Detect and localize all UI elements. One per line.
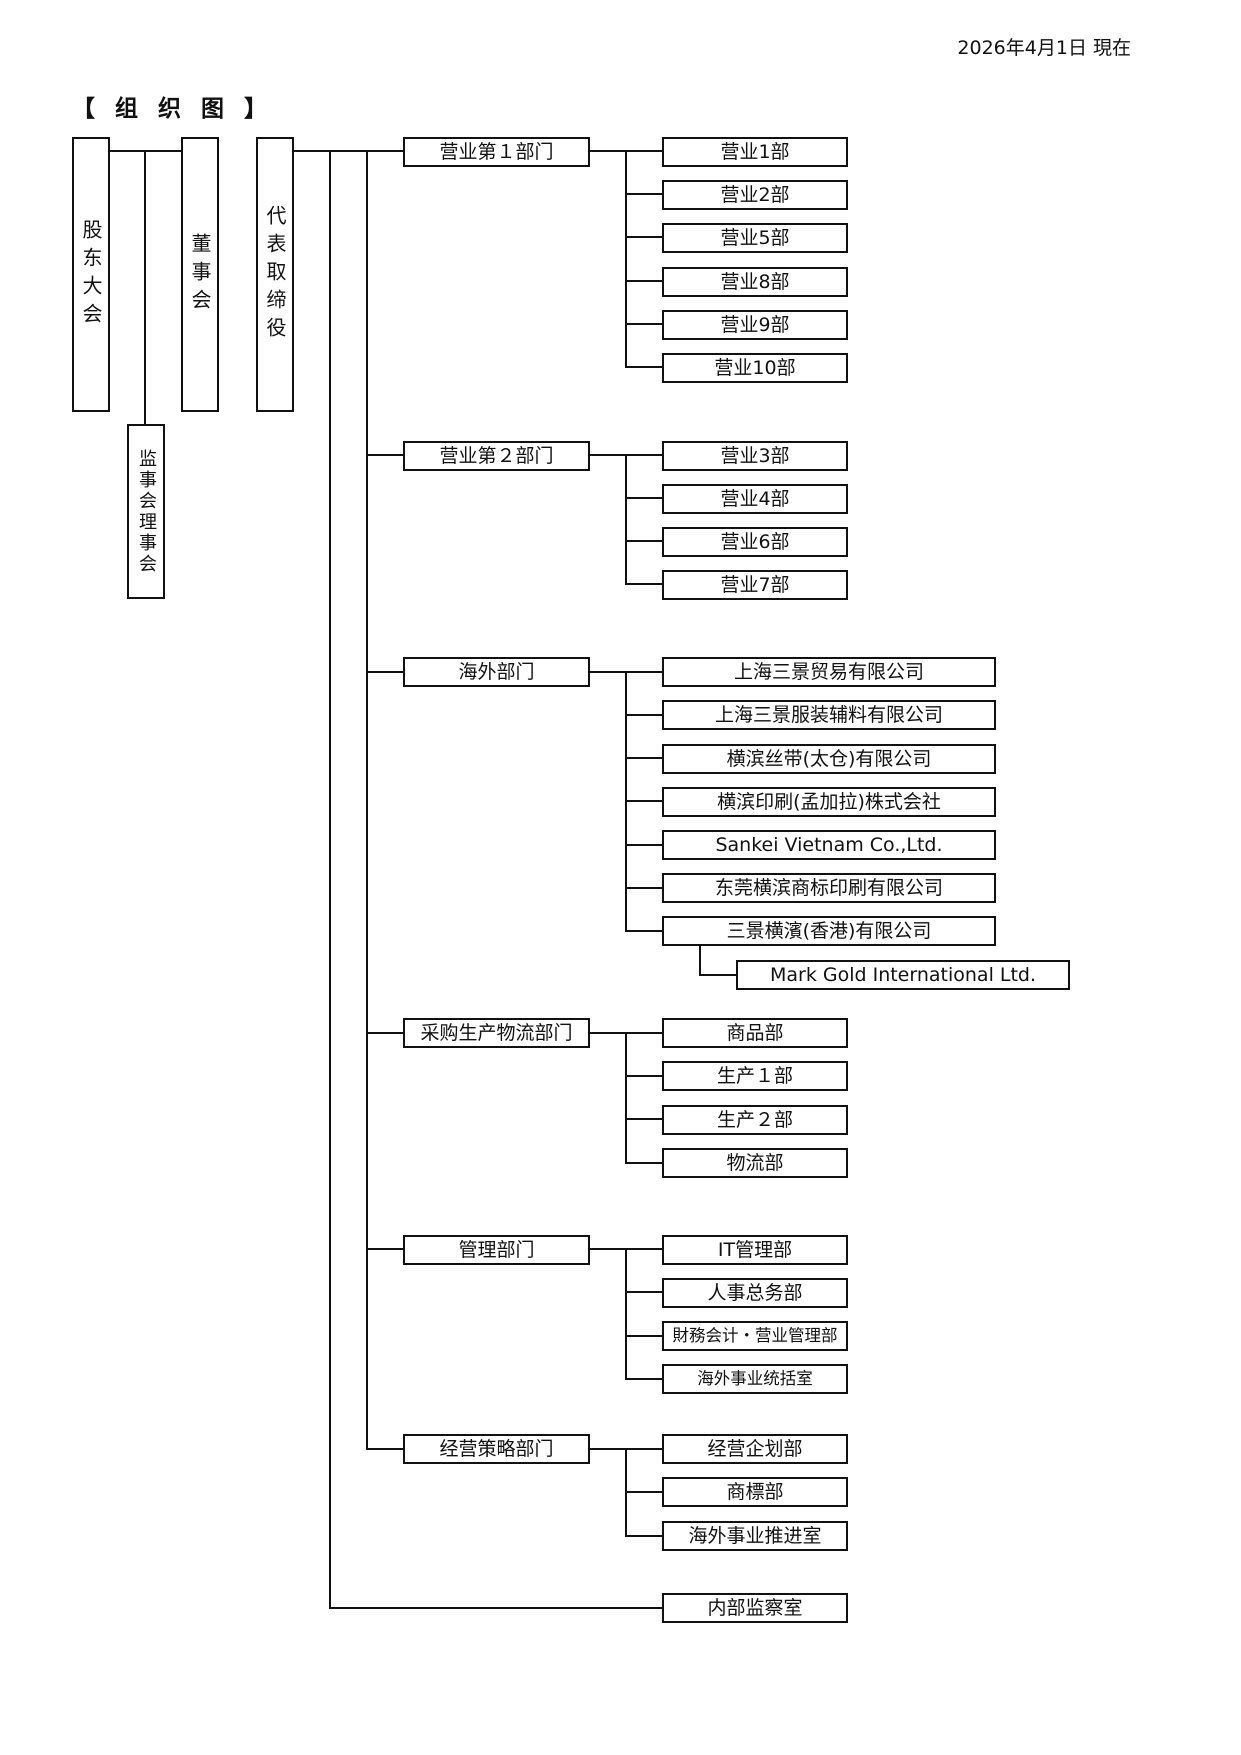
chart-title: 【 组 织 图 】 xyxy=(72,96,274,122)
company-box: 东莞横滨商标印刷有限公司 xyxy=(662,873,996,903)
board-of-directors-box: 董事会 xyxy=(181,137,219,412)
dept-box: 海外事业统括室 xyxy=(662,1364,848,1394)
dept-box: 营业1部 xyxy=(662,137,848,167)
dept-box: 营业3部 xyxy=(662,441,848,471)
company-box: 上海三景贸易有限公司 xyxy=(662,657,996,687)
company-box: 三景横濱(香港)有限公司 xyxy=(662,916,996,946)
auditors-board-label: 监事会理事会 xyxy=(136,448,157,575)
dept-box: 经营企划部 xyxy=(662,1434,848,1464)
dept-box: 营业9部 xyxy=(662,310,848,340)
subsidiary-box: Mark Gold International Ltd. xyxy=(736,960,1070,990)
division-sales1: 营业第１部门 xyxy=(403,137,590,167)
shareholders-meeting-box: 股东大会 xyxy=(72,137,110,412)
board-of-directors-label: 董事会 xyxy=(188,232,212,317)
division-overseas: 海外部门 xyxy=(403,657,590,687)
division-strategy: 经营策略部门 xyxy=(403,1434,590,1464)
company-box: 横滨丝带(太仓)有限公司 xyxy=(662,744,996,774)
dept-box: 营业8部 xyxy=(662,267,848,297)
auditors-board-box: 监事会理事会 xyxy=(127,424,165,599)
company-box: 上海三景服装辅料有限公司 xyxy=(662,700,996,730)
division-management: 管理部门 xyxy=(403,1235,590,1265)
internal-audit-office-box: 内部监察室 xyxy=(662,1593,848,1623)
date-label: 2026年4月1日 現在 xyxy=(957,37,1131,59)
shareholders-meeting-label: 股东大会 xyxy=(79,218,103,331)
dept-box: 商標部 xyxy=(662,1477,848,1507)
dept-box: 营业4部 xyxy=(662,484,848,514)
president-label: 代表取缔役 xyxy=(263,204,287,345)
dept-box: 营业5部 xyxy=(662,223,848,253)
division-sales2: 营业第２部门 xyxy=(403,441,590,471)
dept-box: 营业6部 xyxy=(662,527,848,557)
dept-box: 海外事业推进室 xyxy=(662,1521,848,1551)
president-box: 代表取缔役 xyxy=(256,137,294,412)
company-box: 横滨印刷(孟加拉)株式会社 xyxy=(662,787,996,817)
dept-box: 財務会计・营业管理部 xyxy=(662,1321,848,1351)
dept-box: 商品部 xyxy=(662,1018,848,1048)
dept-box: 物流部 xyxy=(662,1148,848,1178)
company-box: Sankei Vietnam Co.,Ltd. xyxy=(662,830,996,860)
dept-box: 营业10部 xyxy=(662,353,848,383)
dept-box: 营业7部 xyxy=(662,570,848,600)
dept-box: 生产２部 xyxy=(662,1105,848,1135)
dept-box: IT管理部 xyxy=(662,1235,848,1265)
division-purchasing: 采购生产物流部门 xyxy=(403,1018,590,1048)
dept-box: 人事总务部 xyxy=(662,1278,848,1308)
dept-box: 生产１部 xyxy=(662,1061,848,1091)
dept-box: 营业2部 xyxy=(662,180,848,210)
